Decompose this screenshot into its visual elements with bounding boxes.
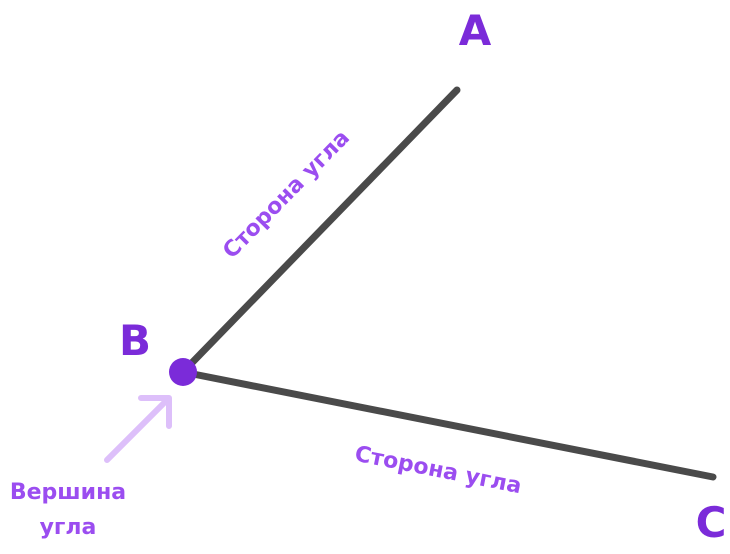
point-a-label: A — [458, 6, 492, 55]
vertex-point — [169, 358, 197, 386]
vertex-label-line2: угла — [39, 515, 97, 540]
point-c-label: C — [695, 498, 727, 547]
arrow-icon — [104, 395, 172, 463]
point-b-label: B — [118, 316, 152, 365]
ray-bc — [179, 368, 717, 481]
ray-ba — [179, 86, 461, 376]
vertex-label-line1: Вершина — [9, 480, 127, 505]
